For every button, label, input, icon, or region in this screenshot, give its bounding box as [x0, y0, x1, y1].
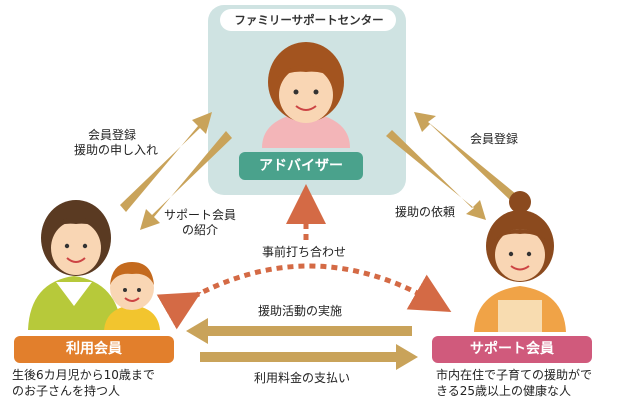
label-support-activity: 援助活動の実施: [258, 304, 343, 318]
pre-meeting-arc: [156, 263, 452, 330]
label-user-to-center-1: 会員登録: [88, 128, 137, 142]
support-member-description-2: きる25歳以上の健康な人: [436, 384, 572, 398]
center-title: ファミリーサポートセンター: [234, 13, 384, 27]
label-center-to-support: 援助の依頼: [395, 205, 456, 219]
label-pre-meeting: 事前打ち合わせ: [262, 245, 347, 259]
user-member-label: 利用会員: [66, 341, 122, 357]
label-center-to-user-1: サポート会員: [164, 208, 237, 222]
support-member-figure: [474, 191, 566, 332]
label-user-to-center-2: 援助の申し入れ: [74, 143, 159, 157]
user-member-description-2: のお子さんを持つ人: [12, 384, 121, 398]
arrow-support-activity: [186, 318, 412, 344]
support-member-badge: [432, 336, 592, 363]
support-member-description-1: 市内在住で子育ての援助がで: [436, 368, 593, 382]
arrow-center-to-support: [386, 130, 486, 220]
mother-child-figure: [28, 200, 160, 330]
arrow-user-to-center: [120, 112, 212, 212]
advisor-figure: [262, 42, 350, 148]
arrow-fee-payment: [200, 344, 418, 370]
arrow-support-to-center: [414, 112, 516, 200]
arrow-center-to-user: [140, 131, 232, 230]
label-support-to-center: 会員登録: [470, 132, 519, 146]
label-fee-payment: 利用料金の支払い: [254, 371, 351, 385]
support-member-label: サポート会員: [470, 341, 554, 357]
label-center-to-user-2: の紹介: [182, 223, 219, 237]
advisor-badge: [239, 152, 363, 180]
user-member-badge: [14, 336, 174, 363]
center-title-bar: [220, 9, 396, 31]
advisor-label: アドバイザー: [259, 158, 343, 174]
user-member-description-1: 生後6カ月児から10歳まで: [12, 368, 155, 382]
